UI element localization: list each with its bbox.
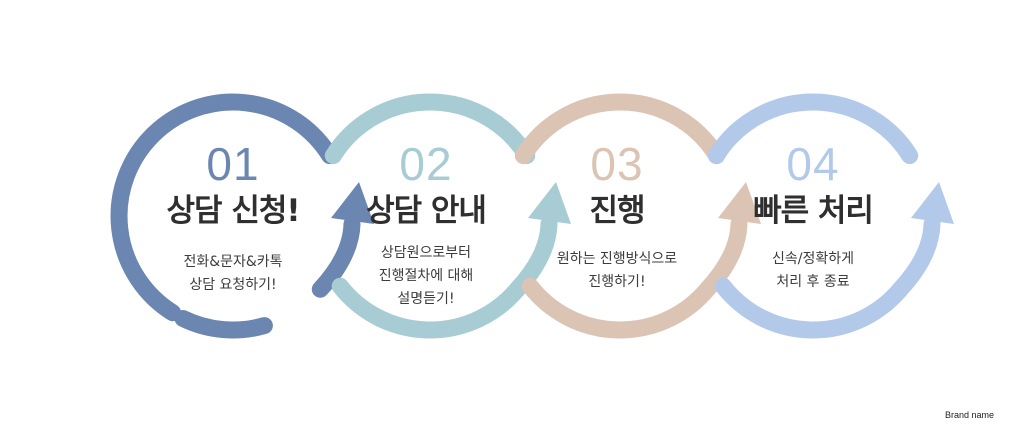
step-title: 상담 신청!	[166, 193, 300, 229]
step-description-line: 처리 후 종료	[776, 274, 850, 290]
ring-arc-bottom	[174, 310, 273, 339]
step-description-line: 상담 요청하기!	[189, 277, 277, 293]
arrow-head-icon	[911, 182, 954, 224]
step-description: 전화&문자&카톡 상담 요청하기!	[143, 251, 323, 297]
step-title: 상담 안내	[366, 193, 487, 229]
step-number: 04	[786, 138, 840, 190]
step-title: 빠른 처리	[753, 193, 874, 229]
step-description: 상담원으로부터 진행절차에 대해 설명듣기!	[336, 242, 516, 311]
arrow-head-icon	[528, 182, 571, 224]
step-description: 원하는 진행방식으로 진행하기!	[527, 248, 707, 294]
arrow-head-icon	[331, 182, 374, 224]
ring-connector	[891, 215, 941, 298]
step-description-line: 진행하기!	[588, 274, 646, 290]
step-number: 03	[590, 138, 644, 190]
ring-arc-bottom	[521, 277, 716, 339]
step-description-line: 설명듣기!	[397, 291, 455, 307]
ring-arc-top	[514, 93, 726, 165]
ring-arc-bottom	[714, 277, 909, 339]
step-title: 진행	[589, 193, 645, 229]
step-description-line: 진행절차에 대해	[378, 268, 474, 284]
step-description-line: 전화&문자&카톡	[183, 254, 283, 270]
ring-arc-top	[110, 93, 339, 322]
ring-connector	[311, 215, 361, 298]
step-description-line: 신속/정확하게	[772, 251, 854, 267]
step-description-line: 상담원으로부터	[380, 245, 472, 261]
brand-name: Brand name	[944, 410, 994, 420]
ring-arc-top	[324, 93, 536, 165]
ring-arc-bottom	[331, 277, 526, 339]
step-description-line: 원하는 진행방식으로	[556, 251, 678, 267]
step-number: 01	[206, 138, 260, 190]
step-number: 02	[399, 138, 453, 190]
step-description: 신속/정확하게 처리 후 종료	[723, 248, 903, 294]
arrow-head-icon	[718, 182, 761, 224]
ring-arc-top	[707, 93, 919, 165]
ring-connector	[698, 215, 748, 298]
